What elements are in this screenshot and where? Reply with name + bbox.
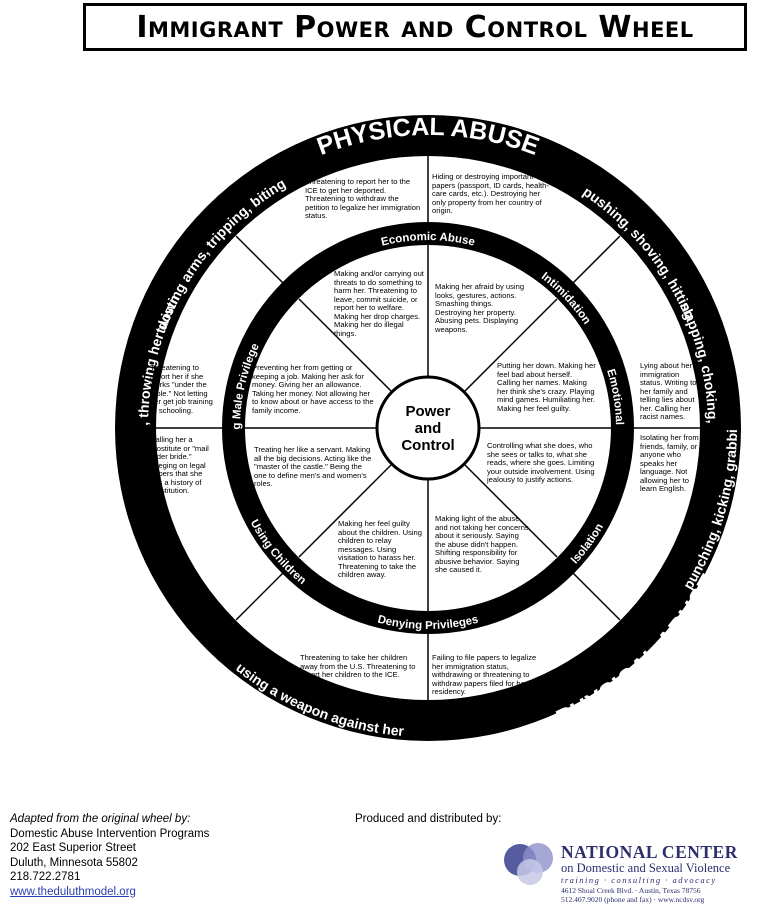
text-outer-top-left: Threatening to report her to the ICE to … (305, 178, 420, 220)
text-inner-children: Making her feel guilty about the childre… (338, 520, 422, 579)
ncdsv-block: NATIONAL CENTER on Domestic and Sexual V… (561, 843, 766, 904)
text-inner-male-privilege: Treating her like a servant. Making all … (254, 446, 371, 488)
ncdsv-tagline: training · consulting · advocacy (561, 875, 717, 885)
text-inner-isolation: Controlling what she does, who she sees … (487, 442, 595, 484)
center-line-1: Power (405, 403, 450, 420)
text-outer-right-lower: Isolating her from friends, family, or a… (640, 434, 699, 493)
text-inner-economic: Making and/or carrying out threats to do… (334, 270, 424, 338)
center-hub (375, 375, 481, 481)
center-line-3: Control (401, 437, 454, 454)
label-denying-privileges: Denying Privileges (376, 614, 479, 632)
label-economic-abuse: Economic Abuse (380, 231, 476, 249)
footer-credits: Adapted from the original wheel by: Dome… (10, 812, 209, 899)
org-street: 202 East Superior Street (10, 842, 136, 854)
text-inner-intimidation: Making her afraid by using looks, gestur… (435, 283, 524, 334)
org-phone: 218.722.2781 (10, 871, 81, 883)
org-website-link[interactable]: www.theduluthmodel.org (10, 885, 136, 898)
text-outer-top-right: Hiding or destroying important papers (p… (432, 173, 549, 215)
page-title: Immigrant Power and Control Wheel (136, 9, 694, 45)
org-city: Duluth, Minnesota 55802 (10, 856, 138, 869)
title-box: Immigrant Power and Control Wheel (83, 3, 747, 51)
text-inner-denying: Making light of the abuse and not taking… (435, 515, 529, 574)
center-line-2: and (415, 420, 442, 437)
ncdsv-logo-icon (504, 843, 553, 885)
text-outer-bottom-right: Failing to file papers to legalize her i… (432, 654, 536, 696)
text-inner-money: Preventing her from getting or keeping a… (252, 364, 374, 415)
ncdsv-address: 4612 Shoal Creek Blvd. · Austin, Texas 7… (561, 886, 701, 895)
text-inner-emotional: Putting her down. Making her feel bad ab… (497, 362, 596, 413)
text-outer-bottom-left: Threatening to take her children away fr… (300, 654, 416, 679)
behaviors-left: beating, throwing her down (0, 0, 183, 426)
ncdsv-name-line2: on Domestic and Sexual Violence (561, 861, 731, 875)
ncdsv-name-line1: NATIONAL CENTER (561, 842, 738, 862)
text-outer-left-lower: Calling her a prostitute or "mail order … (150, 436, 209, 495)
adapted-from: Adapted from the original wheel by: (10, 813, 191, 825)
text-outer-right-upper: Lying about her immigration status. Writ… (640, 362, 696, 421)
ncdsv-contact: 512.407.9020 (phone and fax) · www.ncdsv… (561, 895, 705, 904)
produced-by: Produced and distributed by: (355, 813, 502, 825)
text-outer-left-upper: Threatening to report her if she works "… (150, 364, 213, 415)
org-name: Domestic Abuse Intervention Programs (10, 827, 210, 840)
